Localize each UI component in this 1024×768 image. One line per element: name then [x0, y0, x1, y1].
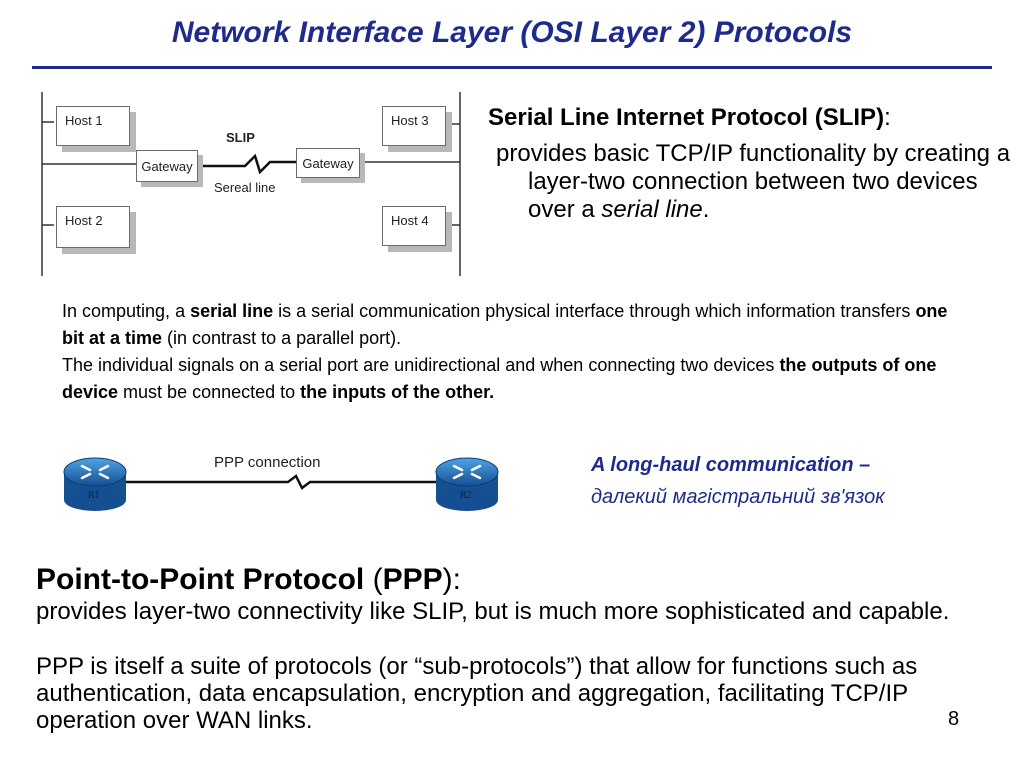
host-3-box: Host 3 [382, 106, 446, 146]
router-r2-icon [435, 457, 499, 511]
slip-description: provides basic TCP/IP functionality by c… [496, 140, 1024, 224]
slip-heading-colon: : [884, 104, 891, 131]
long-haul-ukrainian: далекий магістральний зв'язок [591, 486, 885, 508]
serial-text-4: The individual signals on a serial port … [62, 355, 780, 375]
gateway-right-box: Gateway [296, 148, 360, 178]
slip-heading-text: Serial Line Internet Protocol (SLIP) [488, 104, 885, 131]
ppp-heading-close: ): [442, 563, 461, 596]
host-1-label: Host 1 [65, 113, 103, 128]
ppp-heading-open: ( [364, 563, 383, 596]
long-haul-text: A long-haul communication [591, 454, 854, 476]
gateway-right-label: Gateway [302, 155, 354, 171]
title-underline [32, 66, 992, 69]
slip-label: SLIP [226, 130, 255, 145]
slip-desc-text: provides basic TCP/IP functionality by c… [496, 140, 1011, 223]
router-r1-label: R1 [88, 490, 100, 501]
serial-bold-2: one bit at a time [62, 301, 948, 348]
slide-title: Network Interface Layer (OSI Layer 2) Pr… [171, 16, 853, 49]
long-haul-dash: – [853, 454, 871, 476]
host-2-box: Host 2 [56, 206, 130, 248]
slip-network-diagram: Host 1 Host 2 Host 3 Host 4 Gateway Gate… [40, 92, 466, 276]
serial-text-5: must be connected to [118, 382, 301, 402]
serial-text-3: (in contrast to a parallel port). [162, 328, 402, 348]
host-4-box: Host 4 [382, 206, 446, 246]
serial-bold-4: the inputs of the other. [300, 382, 495, 402]
host-3-label: Host 3 [391, 113, 429, 128]
router-r1-icon [63, 457, 127, 511]
ppp-diagram-graphic [63, 457, 499, 511]
ppp-description-1: provides layer-two connectivity like SLI… [36, 598, 950, 625]
serial-line-label: Sereal line [214, 180, 276, 195]
gateway-left-label: Gateway [141, 158, 193, 174]
long-haul-english: A long-haul communication – [591, 454, 870, 477]
slip-diagram-lines [41, 92, 461, 276]
serial-bold-3: the outputs of one device [62, 355, 937, 402]
host-2-label: Host 2 [65, 213, 103, 228]
ppp-heading: Point-to-Point Protocol (PPP): [36, 563, 461, 597]
ppp-description-2: PPP is itself a suite of protocols (or “… [36, 653, 918, 734]
slip-desc-emphasis: serial line [601, 196, 703, 223]
host-1-box: Host 1 [56, 106, 130, 146]
ppp-heading-name: Point-to-Point Protocol [36, 563, 365, 596]
ppp-connection-label: PPP connection [214, 454, 321, 471]
ppp-connection-diagram: PPP connection R1 R2 [60, 446, 530, 526]
router-r2-label: R2 [460, 490, 472, 501]
serial-text-1: In computing, a [62, 301, 191, 321]
slip-heading: Serial Line Internet Protocol (SLIP): [488, 104, 891, 132]
serial-text-2: is a serial communication physical inter… [273, 301, 916, 321]
slip-desc-end: . [702, 196, 710, 223]
gateway-left-box: Gateway [136, 150, 198, 182]
serial-bold-1: serial line [190, 301, 274, 321]
page-number: 8 [948, 708, 960, 730]
ppp-heading-abbr: PPP [382, 563, 443, 596]
host-4-label: Host 4 [391, 213, 429, 228]
serial-line-paragraph: In computing, a serial line is a serial … [62, 298, 962, 406]
